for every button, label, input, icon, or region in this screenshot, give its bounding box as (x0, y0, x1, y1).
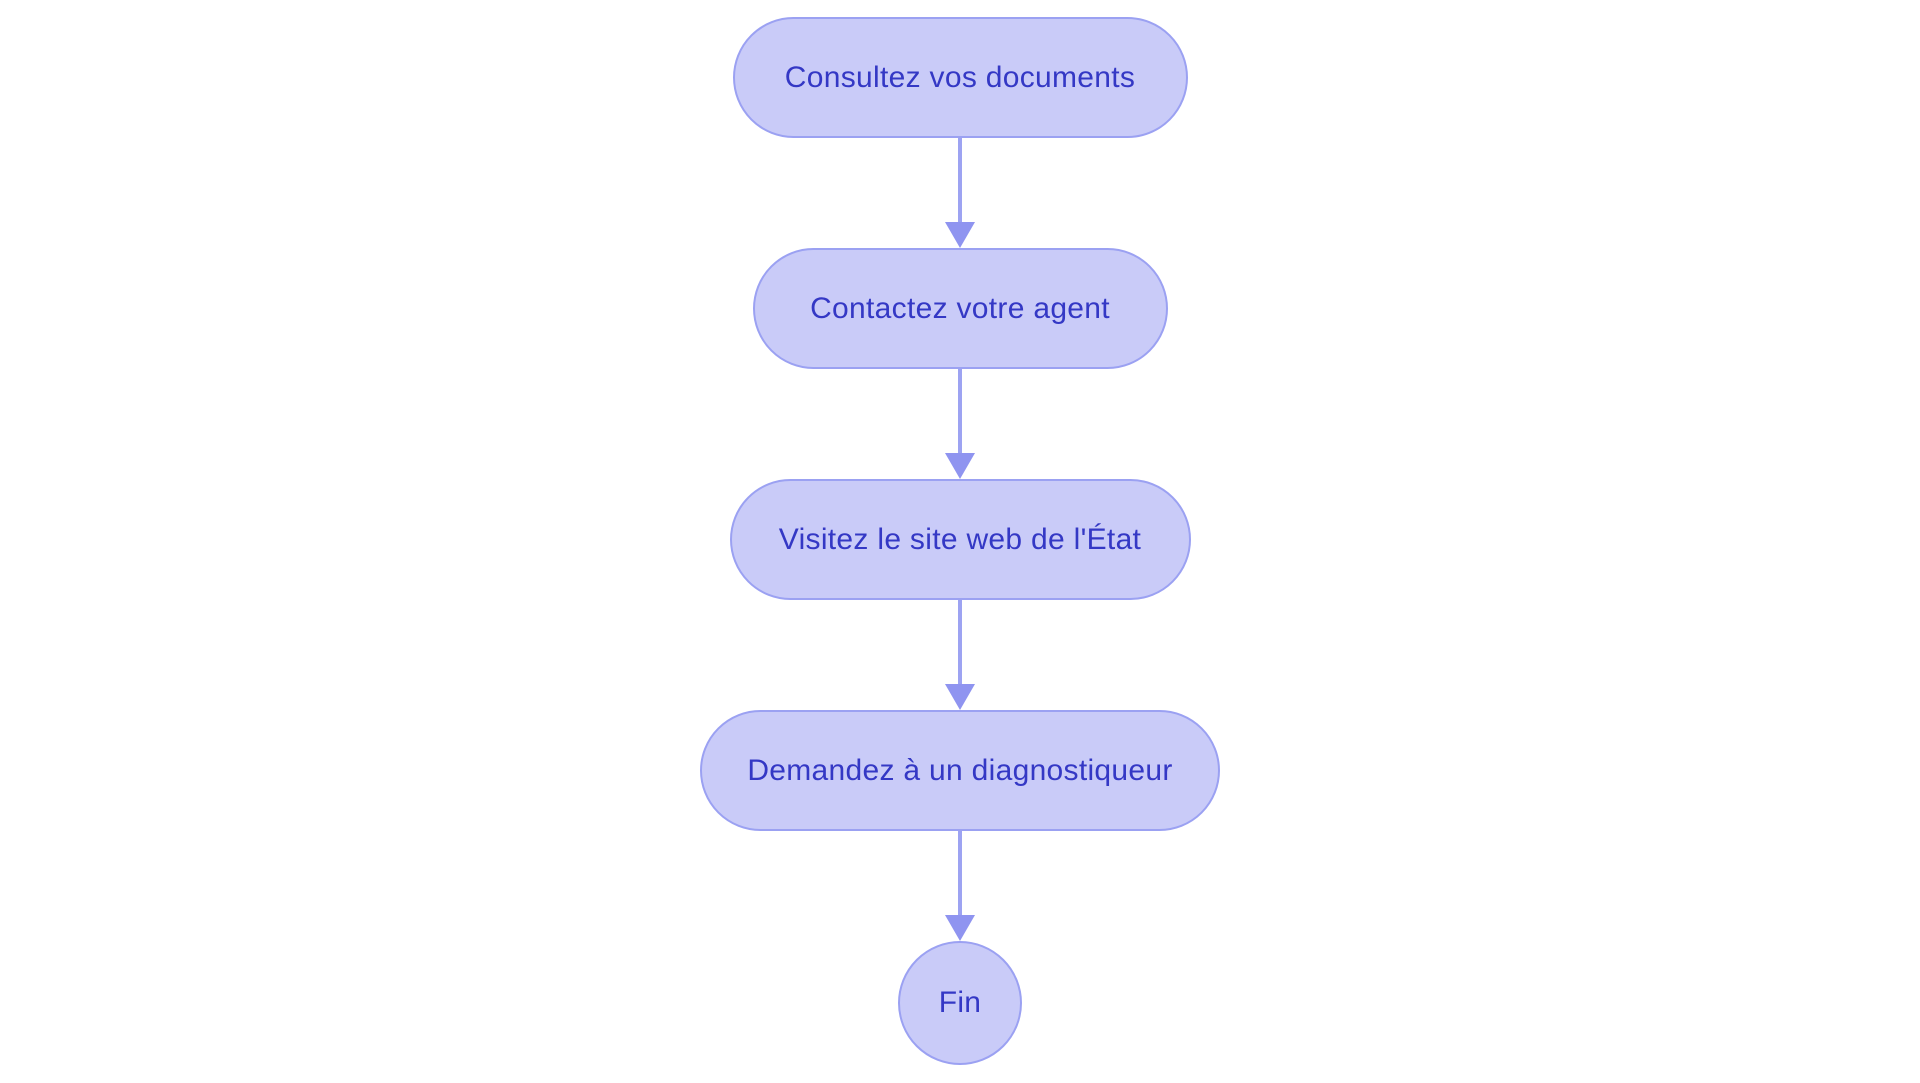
flow-node-consultez-documents: Consultez vos documents (732, 17, 1188, 138)
arrowhead-down-icon (945, 684, 975, 710)
flow-node-label: Visitez le site web de l'État (778, 522, 1142, 556)
arrowhead-down-icon (945, 915, 975, 941)
arrow-shaft (958, 138, 962, 222)
flow-node-label: Contactez votre agent (810, 291, 1110, 325)
arrow-shaft (958, 600, 962, 684)
flow-node-fin: Fin (898, 941, 1022, 1065)
arrow-shaft (958, 831, 962, 915)
flow-node-label: Demandez à un diagnostiqueur (747, 753, 1173, 787)
arrowhead-down-icon (945, 453, 975, 479)
flow-node-contactez-agent: Contactez votre agent (752, 248, 1168, 369)
flow-node-label: Fin (938, 986, 982, 1019)
edge-diagnostiqueur-to-fin (945, 831, 975, 941)
flow-node-site-web-etat: Visitez le site web de l'État (729, 479, 1191, 600)
flow-node-demandez-diagnostiqueur: Demandez à un diagnostiqueur (700, 710, 1220, 831)
arrowhead-down-icon (945, 222, 975, 248)
flow-node-label: Consultez vos documents (784, 60, 1136, 94)
edge-site-to-diagnostiqueur (945, 600, 975, 710)
edge-consultez-to-contactez (945, 138, 975, 248)
edge-contactez-to-site (945, 369, 975, 479)
arrow-shaft (958, 369, 962, 453)
